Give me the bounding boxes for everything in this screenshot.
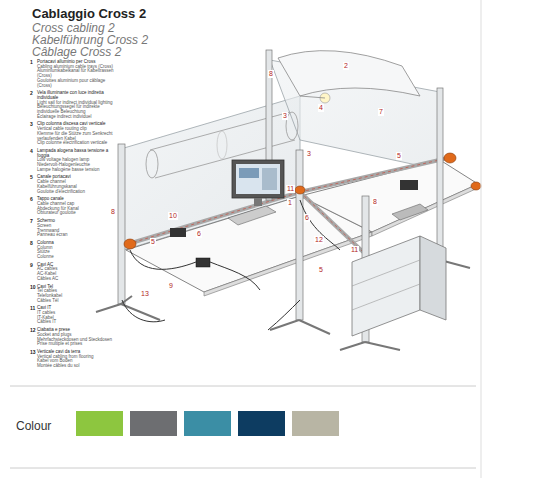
item-number: 3 (30, 122, 33, 127)
colour-swatch (76, 411, 123, 436)
colour-label: Colour (16, 419, 51, 433)
callout-number: 7 (378, 108, 384, 116)
callout-number: 13 (140, 290, 150, 298)
item-number: 4 (30, 149, 33, 154)
page-edge (481, 0, 482, 478)
callout-number: 8 (110, 208, 116, 216)
item-description: Montée câbles du sol (37, 364, 114, 369)
item-description: Prise multiple et prises (37, 342, 114, 347)
item-number: 2 (30, 91, 33, 96)
callout-number: 8 (372, 198, 378, 206)
item-number: 6 (30, 197, 33, 202)
drawer-unit (352, 236, 420, 336)
item-number: 11 (30, 306, 35, 311)
item-number: 10 (30, 285, 36, 290)
light-sail (278, 51, 420, 96)
list-item: 3Clip colonna discesa cavi verticaleVert… (30, 122, 114, 146)
callout-number: 5 (318, 266, 324, 274)
list-item: 2 Vela illuminante con luce indiretta ind… (30, 91, 114, 119)
item-description: Aluminiumkabelkanal für Kabeltrassen (Cr… (37, 69, 114, 78)
cable (268, 200, 340, 330)
item-number: 5 (30, 175, 33, 180)
subtitle: Kabelführung Cross 2 (32, 34, 148, 46)
list-item: 12Ciabatta e preseSocket and plugsMehrfa… (30, 328, 114, 347)
mouse-pad (170, 228, 186, 237)
socket-box (196, 258, 210, 267)
callout-number: 12 (314, 236, 324, 244)
list-item: 10Cavi TelTel cablesTelefonkabelCâbles T… (30, 285, 114, 304)
item-description: Vela illuminante con luce indiretta indi… (37, 91, 114, 100)
item-description: Câbles Tél (37, 299, 114, 304)
list-item: 4 Lampada alogena bassa tensione a foggia… (30, 149, 114, 173)
subtitle: Cross cabling 2 (32, 22, 115, 34)
item-number: 7 (30, 219, 33, 224)
subtitle: Câblage Cross 2 (32, 46, 121, 58)
item-description: Klemme für die Stütze zum Senkrecht verl… (37, 132, 114, 141)
item-description: Goulotte d'électrification (37, 190, 114, 195)
list-item: 8ColonnaColumnStützeColonne (30, 241, 114, 260)
item-description: Éclairage indirect individuel (37, 115, 114, 120)
list-item: 11Cavi ITIT cablesIT-KabelCâbles IT (30, 306, 114, 325)
item-number: 12 (30, 328, 36, 333)
column (437, 88, 443, 260)
separator (10, 386, 476, 387)
item-description: Obturateur goulotte (37, 211, 114, 216)
callout-number: 3 (282, 112, 288, 120)
item-description: Beleuchtungssegel für indirekte individu… (37, 105, 114, 114)
item-description: Panneau écran (37, 233, 114, 238)
list-item: 6Tappo canaleCable channel capAbdeckung … (30, 197, 114, 216)
callout-number: 2 (343, 62, 349, 70)
callout-number: 3 (306, 150, 312, 158)
keyboard (392, 204, 428, 220)
callout-number: 5 (396, 152, 402, 160)
item-description: Câbles IT (37, 320, 114, 325)
item-number: 1 (30, 60, 33, 65)
list-item: 1Portacavi alluminio per CrossCabling al… (30, 60, 114, 88)
cable-channel (128, 158, 448, 244)
colour-swatch (238, 411, 285, 436)
parts-list: 1Portacavi alluminio per CrossCabling al… (30, 60, 114, 372)
colour-swatch (184, 411, 231, 436)
callout-number: 10 (168, 212, 178, 220)
colour-swatch (130, 411, 177, 436)
list-item: 13Verticale cavi da terraVertical cablin… (30, 350, 114, 369)
callout-number: 11 (350, 246, 359, 254)
item-number: 8 (30, 241, 33, 246)
keyboard (228, 206, 276, 225)
item-description: Clip colonne électrification verticale (37, 141, 114, 146)
item-description: Colonne (37, 255, 114, 260)
callout-number: 6 (196, 230, 202, 238)
monitor (232, 160, 284, 198)
colour-swatch (292, 411, 339, 436)
callout-number: 9 (168, 282, 174, 290)
callout-number: 8 (268, 70, 274, 78)
callout-number: 5 (150, 238, 156, 246)
cable (122, 250, 260, 322)
callout-number: 4 (318, 104, 324, 112)
item-description: Câbles AC (37, 277, 114, 282)
item-number: 13 (30, 350, 36, 355)
item-description: Lampada alogena bassa tensione a foggia (37, 149, 114, 158)
item-number: 9 (30, 263, 33, 268)
title: Cablaggio Cross 2 (32, 6, 146, 21)
column (118, 144, 125, 304)
list-item: 9Cavi ACAC cablesAC-KabelCâbles AC (30, 263, 114, 282)
list-item: 7SchermoScreenTrennwandPanneau écran (30, 219, 114, 238)
item-description: Lampe halogène basse tension (37, 168, 114, 173)
column (296, 150, 303, 320)
callout-number: 11 (286, 185, 295, 193)
callout-number: 1 (287, 199, 293, 207)
separator (10, 468, 476, 469)
list-item: 5Canale portacaviCable channelKabelführu… (30, 175, 114, 194)
item-description: Goulottes aluminium pour câblage (Cross) (37, 79, 114, 88)
callout-number: 6 (304, 214, 310, 222)
